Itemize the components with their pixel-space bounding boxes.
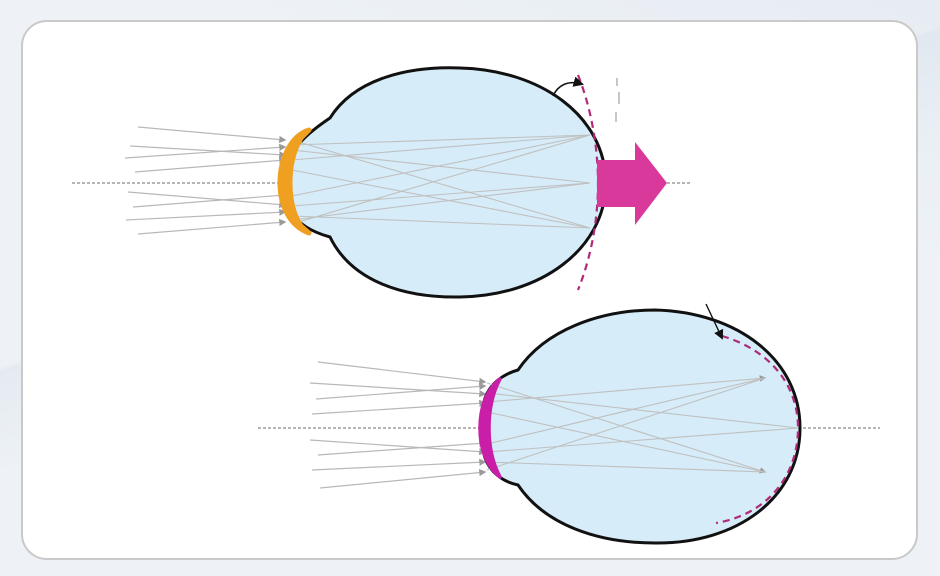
top-eyeball (286, 66, 608, 299)
top-eye-panel (72, 66, 692, 299)
bottom-refracted-rays (486, 375, 799, 474)
bottom-cornea (478, 377, 502, 479)
bottom-eyeball (480, 308, 802, 545)
top-refracted-rays (291, 134, 591, 229)
top-faint-marks (615, 78, 620, 122)
top-incoming-rays (124, 126, 287, 235)
bottom-incoming-rays (309, 361, 487, 489)
bottom-eye-panel (258, 303, 880, 545)
top-cornea (277, 127, 312, 236)
top-shift-arrow (597, 142, 667, 225)
top-pointer-arrow (552, 76, 585, 97)
bottom-pointer-arrow (705, 303, 724, 340)
